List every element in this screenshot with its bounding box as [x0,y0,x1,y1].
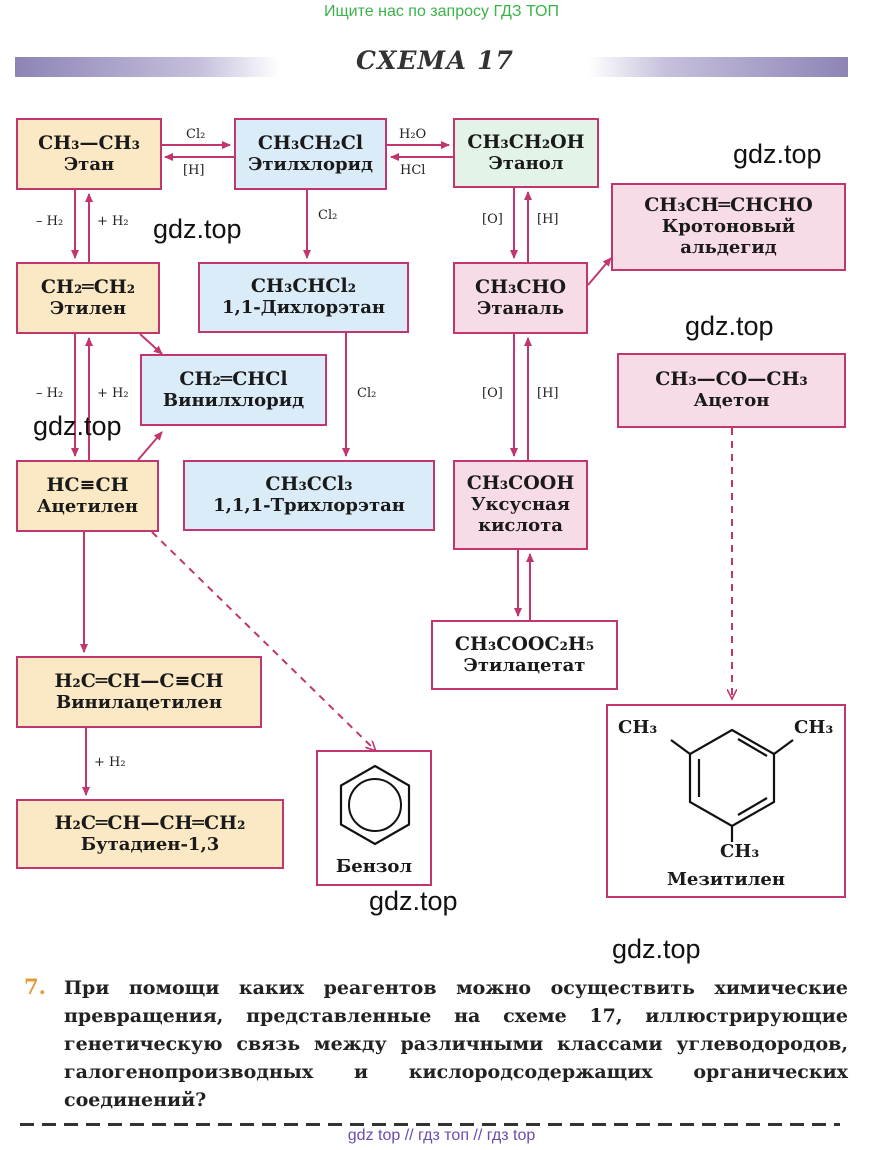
question-text: При помощи каких реагентов можно осущест… [64,977,848,1111]
ethanal-box: CH₃CHO Этаналь [453,262,588,334]
acetylene-box: HC≡CH Ацетилен [16,460,159,532]
label-h2o: H₂O [399,127,427,142]
dichloroethane-box: CH₃CHCl₂ 1,1-Дихлорэтан [198,262,409,333]
top-search-note: Ищите нас по запросу ГДЗ ТОП [324,3,559,20]
benzene-name: Бензол [335,856,413,878]
label-o-ethanal: [O] [482,212,503,227]
mesitylene-ch3-left: CH₃ [618,717,658,738]
ethylchloride-name: Этилхлорид [248,153,373,175]
trichloroethane-name: 1,1,1-Трихлорэтан [213,495,405,517]
acetone-name: Ацетон [693,390,770,412]
label-minus-h2-bottom: – H₂ [36,386,64,401]
label-h-ethylchloride: [H] [183,163,205,178]
label-cl2-trichloro: Cl₂ [357,386,377,401]
acetic-acid-name-line2: кислота [478,514,563,536]
acetone-formula: CH₃—CO—CH₃ [655,368,808,391]
watermark: gdz.top [733,139,822,169]
question-number: 7. [24,974,46,999]
label-o-acetic: [O] [482,386,503,401]
vinylacetylene-name: Винилацетилен [55,691,223,713]
ethane-box: CH₃—CH₃ Этан [16,118,162,190]
label-plus-h2-top: + H₂ [97,214,129,229]
ethanal-name: Этаналь [477,297,564,319]
ethanol-name: Этанол [488,152,564,174]
crotonaldehyde-name-line2: альдегид [680,236,777,258]
butadiene-formula: H₂C═CH—CH═CH₂ [54,811,246,834]
acetic-acid-name-line1: Уксусная [470,494,571,516]
acetone-box: CH₃—CO—CH₃ Ацетон [617,353,846,428]
acetylene-name: Ацетилен [36,495,139,517]
title-band-right [588,57,848,77]
vinylchloride-formula: CH₂═CHCl [179,367,288,390]
butadiene-name: Бутадиен-1,3 [80,833,220,855]
label-cl2-dichloro: Cl₂ [318,208,338,223]
benzene-box: Бензол [316,750,432,886]
trichloroethane-formula: CH₃CCl₃ [265,473,353,496]
mesitylene-ch3-right: CH₃ [794,717,834,738]
watermark: gdz.top [33,411,122,441]
ethyl-acetate-name: Этилацетат [463,654,586,676]
label-minus-h2-top: – H₂ [36,214,64,229]
title-band-left [15,57,280,77]
watermark: gdz.top [685,311,774,341]
ethanal-formula: CH₃CHO [474,275,567,298]
label-plus-h2-bottom: + H₂ [97,386,129,401]
scheme-title: СХЕМА 17 [356,46,514,75]
mesitylene-structure-icon [670,728,794,842]
label-hcl: HCl [400,163,426,178]
ethane-formula: CH₃—CH₃ [38,131,140,154]
acetic-acid-box: CH₃COOH Уксусная кислота [453,460,588,550]
crotonaldehyde-box: CH₃CH═CHCHO Кротоновый альдегид [611,183,846,271]
ethyl-acetate-box: CH₃COOC₂H₅ Этилацетат [431,620,618,690]
benzene-ring-icon [339,764,411,846]
footer-links: gdz top // гдз топ // гдз top [347,1127,536,1144]
butadiene-box: H₂C═CH—CH═CH₂ Бутадиен-1,3 [16,799,284,869]
watermark: gdz.top [612,934,701,964]
ethylene-name: Этилен [49,297,127,319]
trichloroethane-box: CH₃CCl₃ 1,1,1-Трихлорэтан [183,460,435,531]
vinylchloride-name: Винилхлорид [162,389,305,411]
watermark: gdz.top [153,214,242,244]
cut-off-next-line [20,1118,840,1126]
label-cl2-ethane: Cl₂ [186,127,206,142]
label-plus-h2-butadiene: + H₂ [94,755,126,770]
crotonaldehyde-formula: CH₃CH═CHCHO [644,194,813,217]
watermark: gdz.top [369,886,458,916]
ethane-name: Этан [63,153,115,175]
ethylchloride-formula: CH₃CH₂Cl [257,131,364,154]
label-h-ethanal: [H] [537,212,559,227]
mesitylene-ch3-bottom: CH₃ [720,841,760,862]
ethylchloride-box: CH₃CH₂Cl Этилхлорид [234,118,387,190]
vinylacetylene-formula: H₂C═CH—C≡CH [54,669,224,692]
label-h-acetic: [H] [537,386,559,401]
acetic-acid-formula: CH₃COOH [466,472,575,495]
mesitylene-box: CH₃ CH₃ CH₃ Мезитилен [606,704,846,898]
vinylchloride-box: CH₂═CHCl Винилхлорид [140,354,327,426]
mesitylene-name: Мезитилен [666,869,786,890]
ethyl-acetate-formula: CH₃COOC₂H₅ [454,632,595,655]
crotonaldehyde-name-line1: Кротоновый [661,216,796,238]
acetylene-formula: HC≡CH [46,473,129,496]
dichloroethane-name: 1,1-Дихлорэтан [221,297,386,319]
ethylene-formula: CH₂═CH₂ [40,275,136,298]
dichloroethane-formula: CH₃CHCl₂ [250,275,357,298]
ethanol-formula: CH₃CH₂OH [467,130,585,153]
ethanol-box: CH₃CH₂OH Этанол [453,118,599,188]
vinylacetylene-box: H₂C═CH—C≡CH Винилацетилен [16,656,262,728]
ethylene-box: CH₂═CH₂ Этилен [16,262,160,334]
